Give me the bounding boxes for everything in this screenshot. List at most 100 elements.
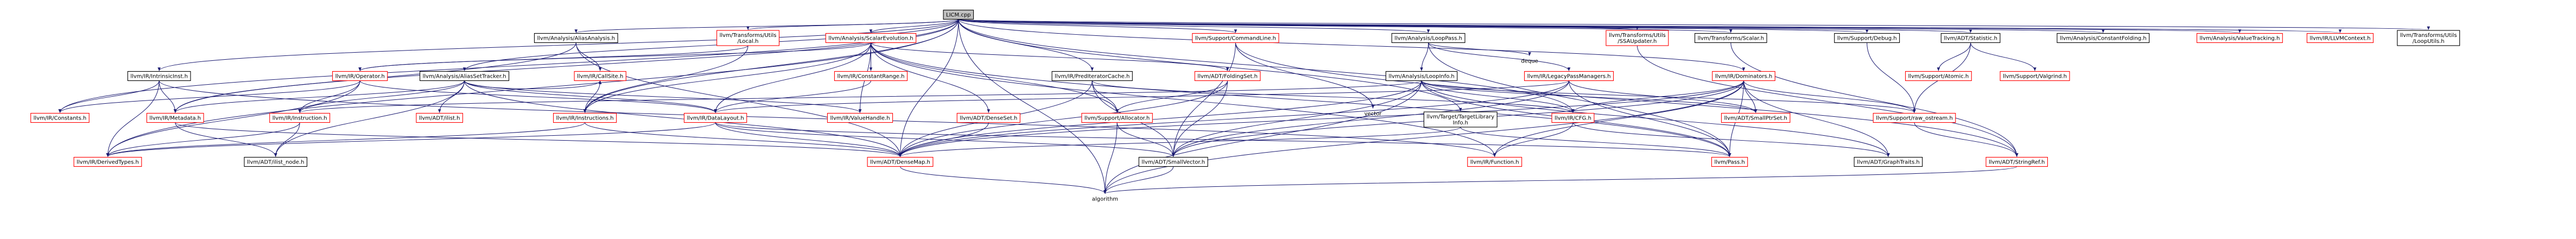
- graph-node-valuehandle[interactable]: llvm/IR/ValueHandle.h: [827, 112, 893, 123]
- edge-lpass-to-legacypm: [1428, 42, 1571, 71]
- edge-loopinfo-to-cfg: [1421, 80, 1575, 113]
- graph-node-constfold[interactable]: llvm/Analysis/ConstantFolding.h: [2057, 33, 2150, 43]
- graph-node-algorithm: algorithm: [1092, 197, 1118, 203]
- edge-allocator-to-algorithm: [1103, 122, 1118, 194]
- edge-operator-to-constants: [58, 80, 360, 113]
- graph-node-cfg[interactable]: llvm/IR/CFG.h: [1551, 112, 1595, 123]
- graph-node-looputils[interactable]: llvm/Transforms/Utils/LoopUtils.h: [2397, 30, 2460, 46]
- graph-node-constants[interactable]: llvm/IR/Constants.h: [30, 112, 90, 123]
- graph-node-debug[interactable]: llvm/Support/Debug.h: [1834, 33, 1900, 43]
- graph-node-label: /Local.h: [738, 39, 759, 45]
- graph-node-constrange[interactable]: llvm/IR/ConstantRange.h: [834, 71, 908, 81]
- edge-operator-to-datalayout: [359, 80, 717, 113]
- graph-node-box: [1985, 156, 2048, 167]
- edge-sce-to-instructions: [583, 42, 871, 113]
- graph-node-box: [1695, 33, 1767, 43]
- graph-node-aa[interactable]: llvm/Analysis/AliasAnalysis.h: [534, 33, 618, 43]
- edge-legacypm-to-smallvector: [1171, 80, 1570, 157]
- graph-node-lpass[interactable]: llvm/Analysis/LoopPass.h: [1391, 33, 1465, 43]
- graph-node-stringref[interactable]: llvm/ADT/StringRef.h: [1985, 156, 2048, 167]
- graph-node-box: [716, 30, 780, 46]
- graph-node-label: llvm/Support/raw_ostream.h: [1876, 116, 1953, 122]
- edge-foldset-to-smallvector: [1171, 80, 1228, 157]
- graph-node-derived[interactable]: llvm/IR/DerivedTypes.h: [73, 156, 142, 167]
- graph-node-box: [127, 71, 191, 81]
- graph-node-instruction[interactable]: llvm/IR/Instruction.h: [269, 112, 331, 123]
- graph-node-ilistnode[interactable]: llvm/ADT/ilist_node.h: [244, 156, 308, 167]
- graph-node-tscalar[interactable]: llvm/Transforms/Scalar.h: [1695, 33, 1767, 43]
- edge-legacypm-to-pass: [1569, 80, 1731, 157]
- graph-node-label: llvm/ADT/FoldingSet.h: [1197, 74, 1258, 80]
- graph-node-box: [2057, 33, 2150, 43]
- graph-node-pass[interactable]: llvm/Pass.h: [1711, 156, 1748, 167]
- graph-node-densemap[interactable]: llvm/ADT/DenseMap.h: [867, 156, 934, 167]
- edge-dominators-to-smallptrset: [1743, 80, 1757, 113]
- graph-node-label: llvm/ADT/SmallVector.h: [1141, 160, 1205, 166]
- graph-node-function[interactable]: llvm/IR/Function.h: [1467, 156, 1522, 167]
- graph-node-label: llvm/Support/Atomic.h: [1908, 74, 1969, 80]
- graph-node-sce[interactable]: llvm/Analysis/ScalarEvolution.h: [825, 33, 917, 43]
- graph-node-ast[interactable]: llvm/Analysis/AliasSetTracker.h: [420, 71, 510, 81]
- edge-loopinfo-to-instruction: [298, 80, 1422, 113]
- graph-node-foldset[interactable]: llvm/ADT/FoldingSet.h: [1194, 71, 1261, 81]
- graph-node-statistic[interactable]: llvm/ADT/Statistic.h: [1940, 33, 2001, 43]
- graph-node-cmdline[interactable]: llvm/Support/CommandLine.h: [1192, 33, 1279, 43]
- graph-node-label: llvm/ADT/DenseMap.h: [870, 160, 930, 166]
- graph-node-rawostream[interactable]: llvm/Support/raw_ostream.h: [1873, 112, 1956, 123]
- edge-lpass-to-deque: [1428, 42, 1531, 56]
- graph-node-instructions[interactable]: llvm/IR/Instructions.h: [553, 112, 617, 123]
- edge-root-to-densemap: [898, 19, 959, 157]
- graph-node-metadata[interactable]: llvm/IR/Metadata.h: [146, 112, 204, 123]
- graph-node-densebase[interactable]: llvm/ADT/DenseSet.h: [956, 112, 1020, 123]
- edge-metadata-to-ilistnode: [175, 122, 277, 157]
- graph-node-intrinsic[interactable]: llvm/IR/IntrinsicInst.h: [127, 71, 191, 81]
- graph-node-ssaupd[interactable]: llvm/Transforms/Utils/SSAUpdater.h: [1606, 30, 1669, 46]
- graph-node-atomic[interactable]: llvm/Support/Atomic.h: [1905, 71, 1972, 81]
- graph-node-valgrind[interactable]: llvm/Support/Valgrind.h: [2000, 71, 2070, 81]
- graph-node-prediter[interactable]: llvm/IR/PredIteratorCache.h: [1051, 71, 1133, 81]
- graph-node-allocator[interactable]: llvm/Support/Allocator.h: [1081, 112, 1153, 123]
- edge-root-to-sce: [869, 19, 959, 33]
- graph-node-box: [1423, 111, 1498, 128]
- graph-node-operator[interactable]: llvm/IR/Operator.h: [332, 71, 388, 81]
- graph-node-label: llvm/Support/Allocator.h: [1084, 116, 1150, 122]
- graph-node-box: [1051, 71, 1133, 81]
- edge-ast-to-datalayout: [464, 80, 717, 113]
- graph-node-tlocal[interactable]: llvm/Transforms/Utils/Local.h: [716, 30, 780, 46]
- graph-node-llvmctx[interactable]: llvm/IR/LLVMContext.h: [2306, 33, 2374, 43]
- edge-densemap-to-algorithm: [900, 166, 1107, 194]
- graph-node-loopinfo[interactable]: llvm/Analysis/LoopInfo.h: [1385, 71, 1458, 81]
- graph-node-root[interactable]: LICM.cpp: [943, 9, 974, 20]
- edge-dominators-to-densemap: [898, 80, 1744, 157]
- graph-node-graphtraits[interactable]: llvm/ADT/GraphTraits.h: [1854, 156, 1923, 167]
- graph-node-valtrack[interactable]: llvm/Analysis/ValueTracking.h: [2196, 33, 2283, 43]
- graph-node-box: [1467, 156, 1522, 167]
- graph-node-label: llvm/IR/DerivedTypes.h: [77, 160, 139, 166]
- edge-legacypm-to-densemap: [898, 80, 1570, 157]
- graph-node-label: llvm/Support/CommandLine.h: [1195, 36, 1276, 42]
- graph-node-smallvector[interactable]: llvm/ADT/SmallVector.h: [1138, 156, 1208, 167]
- graph-node-box: [1712, 71, 1775, 81]
- edge-prediter-to-allocator: [1092, 80, 1119, 113]
- graph-node-box: [683, 112, 747, 123]
- edge-cmdline-to-stringref: [1235, 42, 2019, 157]
- graph-node-box: [825, 33, 917, 43]
- graph-node-legacypm[interactable]: llvm/IR/LegacyPassManagers.h: [1524, 71, 1614, 81]
- edge-intrinsic-to-function: [158, 80, 1496, 157]
- edge-operator-to-instruction: [298, 80, 360, 113]
- edge-loopinfo-to-algorithm: [1103, 80, 1422, 194]
- graph-node-box: [1385, 71, 1458, 81]
- graph-node-label: llvm/Analysis/LoopPass.h: [1394, 36, 1462, 42]
- graph-node-label: llvm/IR/Function.h: [1470, 160, 1519, 166]
- graph-node-label: llvm/ADT/SmallPtrSet.h: [1724, 116, 1787, 122]
- graph-node-label: llvm/Support/Debug.h: [1837, 36, 1897, 42]
- graph-node-box: [1721, 112, 1791, 123]
- graph-node-callsite[interactable]: llvm/IR/CallSite.h: [574, 71, 626, 81]
- edge-root-to-ast: [462, 19, 959, 71]
- graph-node-ilist[interactable]: llvm/ADT/ilist.h: [416, 112, 464, 123]
- edge-root-to-tli: [958, 19, 1462, 112]
- graph-node-datalayout[interactable]: llvm/IR/DataLayout.h: [683, 112, 747, 123]
- graph-node-smallptrset[interactable]: llvm/ADT/SmallPtrSet.h: [1721, 112, 1791, 123]
- graph-node-dominators[interactable]: llvm/IR/Dominators.h: [1712, 71, 1775, 81]
